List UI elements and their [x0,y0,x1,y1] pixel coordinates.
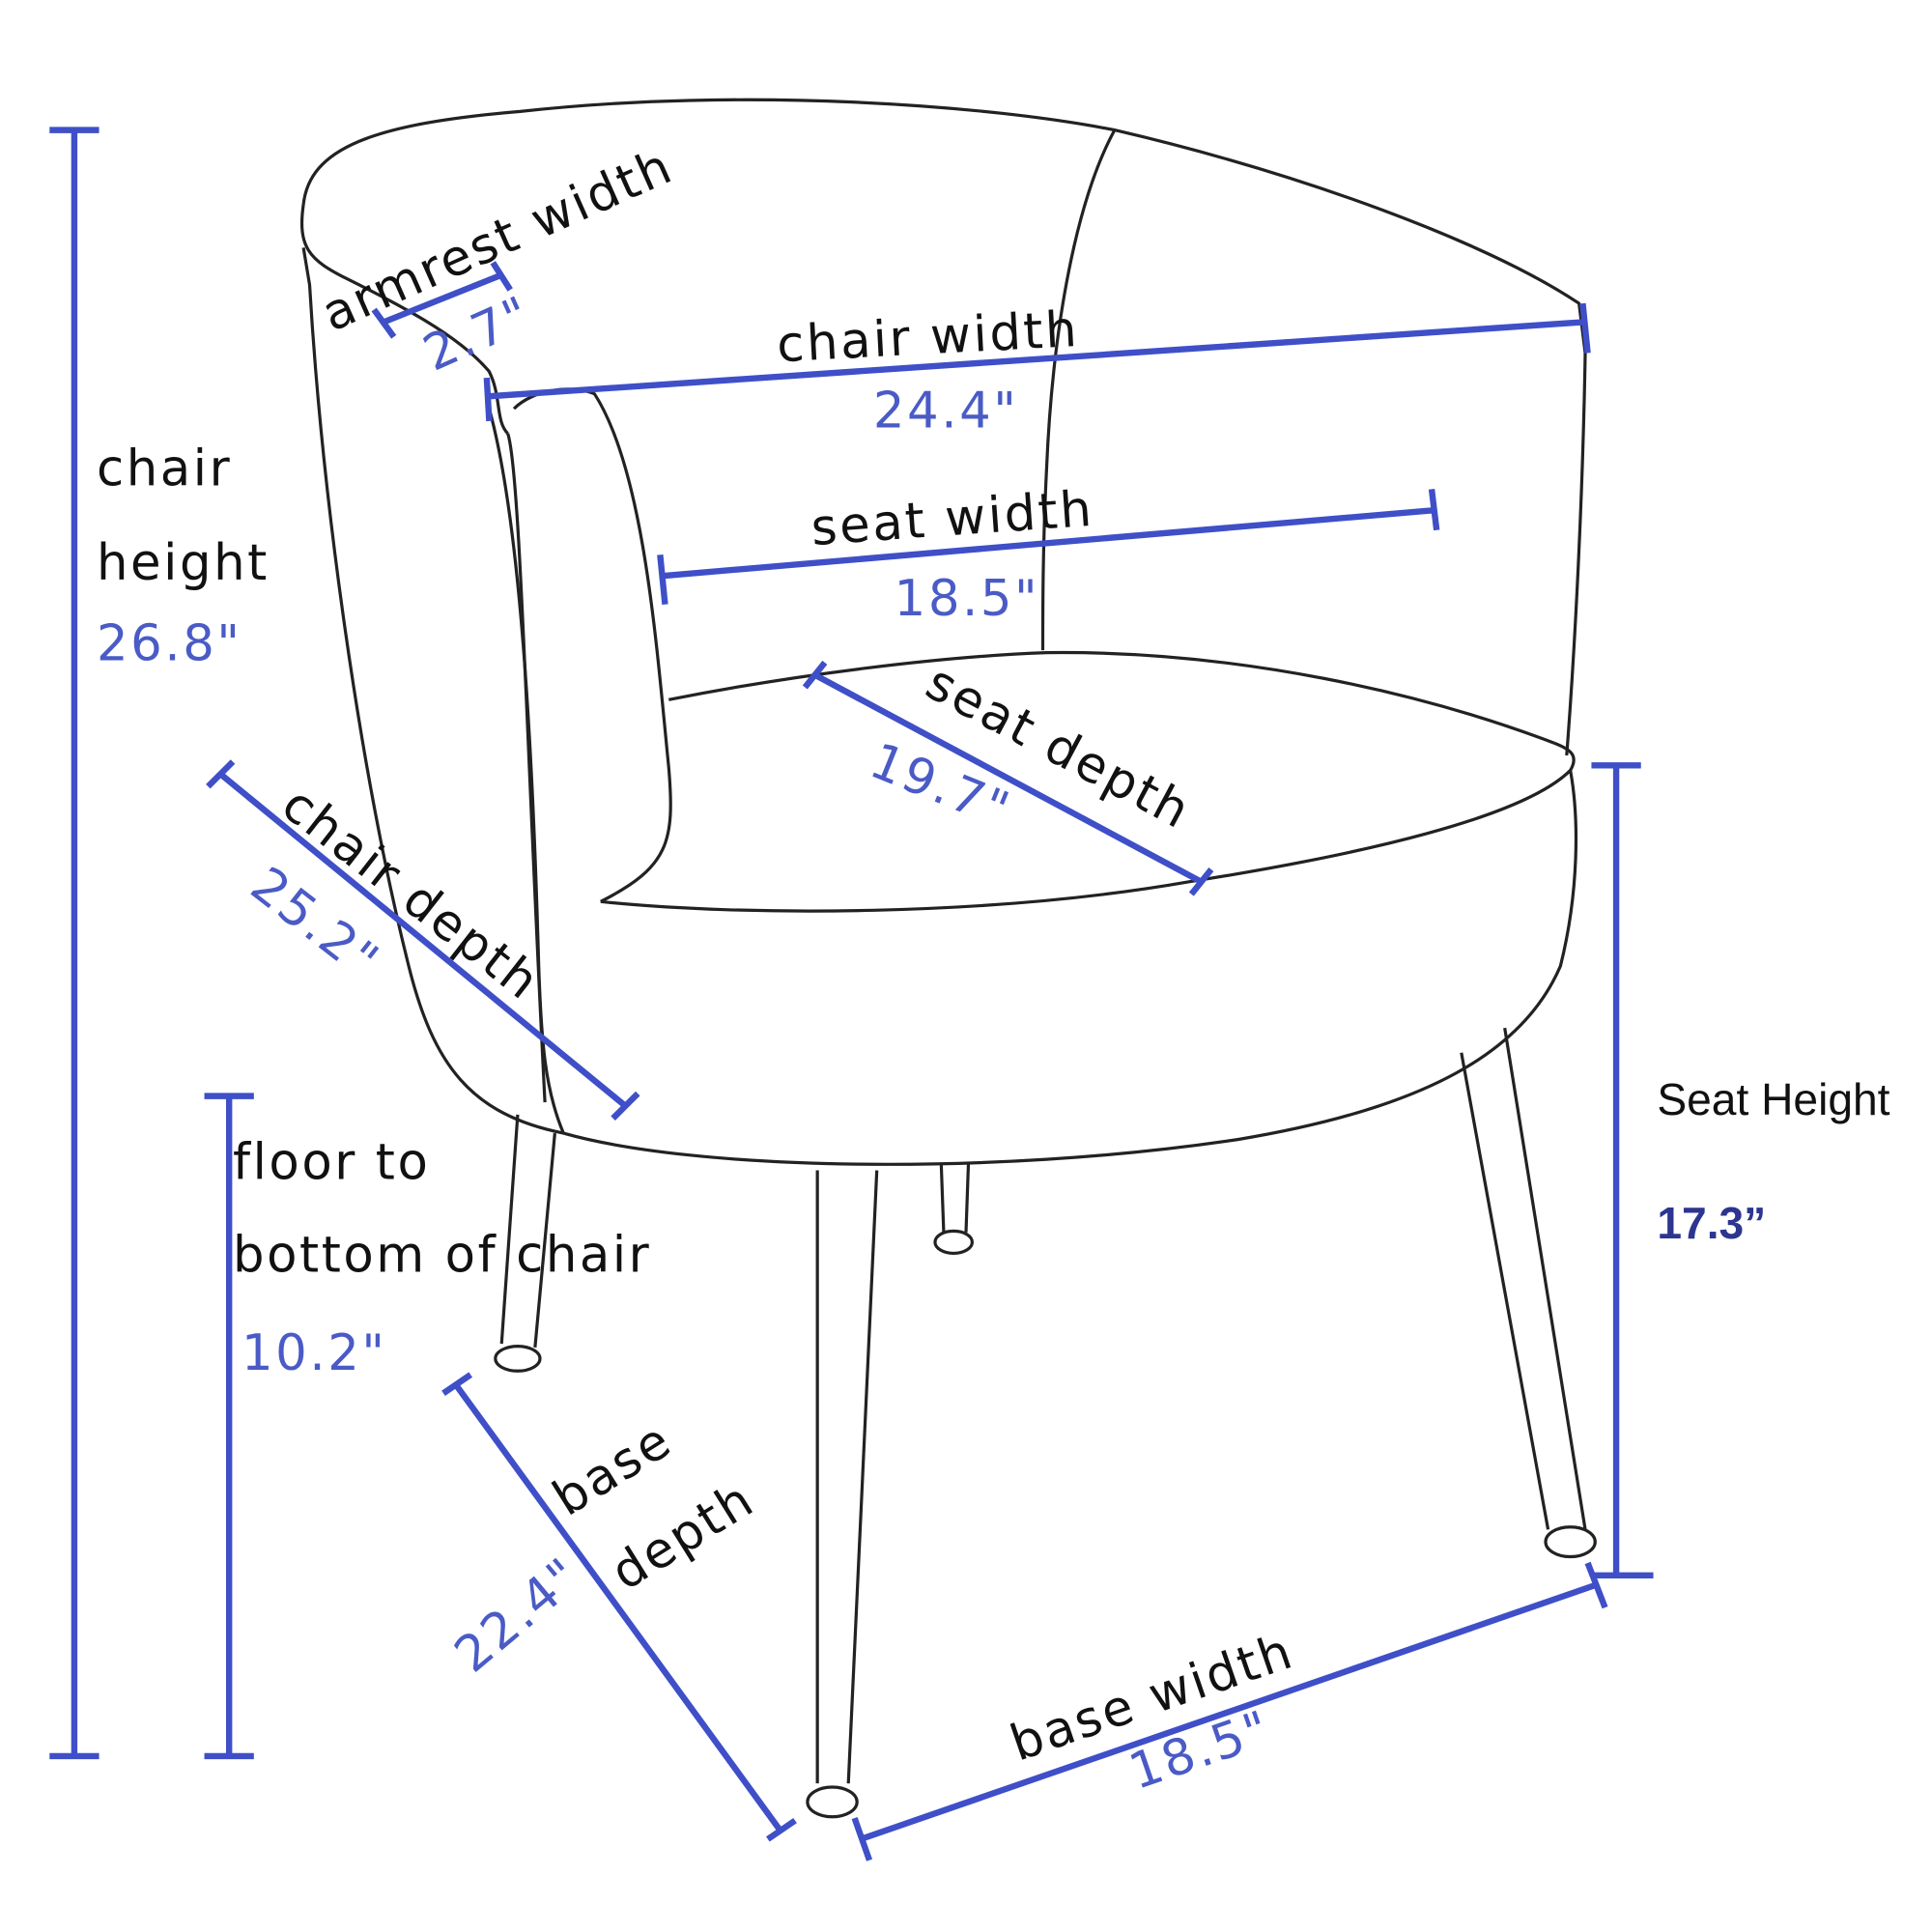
base-depth-value: 22.4" [444,1547,593,1685]
chair-height-value: 26.8" [97,614,242,672]
armrest-width-line [371,261,513,339]
seat-height-value: 17.3” [1657,1198,1766,1248]
leg-back-middle [939,1161,971,1233]
backrest-seam [1040,128,1117,651]
chair-height-label-line2: height [97,534,270,592]
base-width-line [851,1561,1608,1861]
seat-depth-value: 19.7" [863,732,1019,840]
dimension-labels: armrest width 2.7" chair width 24.4" sea… [97,137,1890,1802]
base-depth-line [441,1372,797,1842]
foot-front-left [806,1785,859,1819]
floor-to-bottom-label-line2: bottom of chair [233,1227,651,1285]
floor-to-bottom-label-line1: floor to [233,1134,430,1192]
leg-front-left [815,1170,879,1784]
left-arm-inner [487,408,565,1134]
seat-front-bottom [562,770,1578,1166]
chair-width-line [483,302,1591,422]
floor-to-bottom-value: 10.2" [242,1324,387,1382]
leg-front-right [1460,1027,1587,1530]
chair-height-label-line1: chair [97,440,232,498]
chair-width-label: chair width [776,300,1081,374]
chair-legs [494,1027,1597,1819]
chair-width-value: 24.4" [873,382,1019,440]
seat-back-line [668,650,1555,745]
foot-back-middle [933,1229,975,1256]
seat-height-line [1591,762,1654,1578]
seat-width-value: 18.5" [895,570,1040,628]
seat-height-label: Seat Height [1657,1074,1889,1124]
leg-back-left [499,1114,556,1349]
chair-depth-line [206,759,640,1121]
left-arm-panel [506,433,547,1103]
seat-width-label: seat width [810,480,1095,557]
left-arm-outer [301,247,564,1135]
dimension-lines [49,127,1654,1861]
floor-to-bottom-line [204,1093,254,1760]
chair-height-line [49,127,99,1760]
base-depth-label-line1: base [543,1410,682,1527]
backrest-top [301,98,1587,354]
seat-width-line [657,489,1440,605]
foot-front-right [1544,1525,1597,1559]
seat-depth-line [802,660,1214,896]
foot-back-left [494,1344,542,1373]
left-arm-front [512,387,672,903]
right-back-side [1565,353,1587,756]
